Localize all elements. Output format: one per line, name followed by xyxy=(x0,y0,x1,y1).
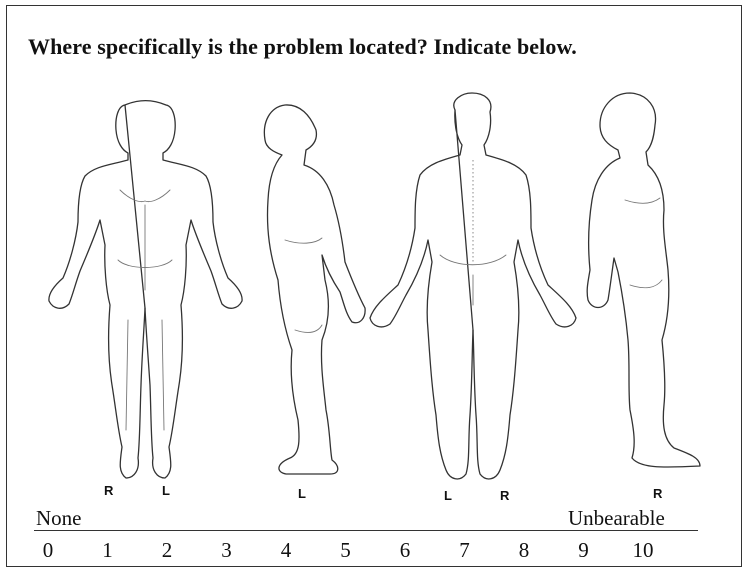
scale-low-label: None xyxy=(36,506,82,531)
pain-scale-option-8[interactable]: 8 xyxy=(509,538,539,563)
pain-scale-option-9[interactable]: 9 xyxy=(569,538,599,563)
front-right-label: R xyxy=(104,483,113,498)
pain-scale-option-7[interactable]: 7 xyxy=(450,538,480,563)
pain-scale-option-5[interactable]: 5 xyxy=(331,538,361,563)
front-view-figure[interactable] xyxy=(49,101,242,479)
back-right-label: R xyxy=(500,488,509,503)
pain-scale-option-4[interactable]: 4 xyxy=(271,538,301,563)
back-view-figure[interactable] xyxy=(370,93,576,479)
back-left-label: L xyxy=(444,488,452,503)
right-side-view-figure[interactable] xyxy=(587,93,700,467)
pain-scale-option-10[interactable]: 10 xyxy=(622,538,664,563)
pain-scale-option-6[interactable]: 6 xyxy=(390,538,420,563)
left-side-label: L xyxy=(298,486,306,501)
pain-scale-option-0[interactable]: 0 xyxy=(33,538,63,563)
front-left-label: L xyxy=(162,483,170,498)
left-side-view-figure[interactable] xyxy=(264,105,365,474)
scale-high-label: Unbearable xyxy=(568,506,665,531)
scale-line xyxy=(34,530,698,531)
pain-scale-option-3[interactable]: 3 xyxy=(212,538,242,563)
pain-scale-option-1[interactable]: 1 xyxy=(93,538,123,563)
right-side-label: R xyxy=(653,486,662,501)
pain-scale-option-2[interactable]: 2 xyxy=(152,538,182,563)
